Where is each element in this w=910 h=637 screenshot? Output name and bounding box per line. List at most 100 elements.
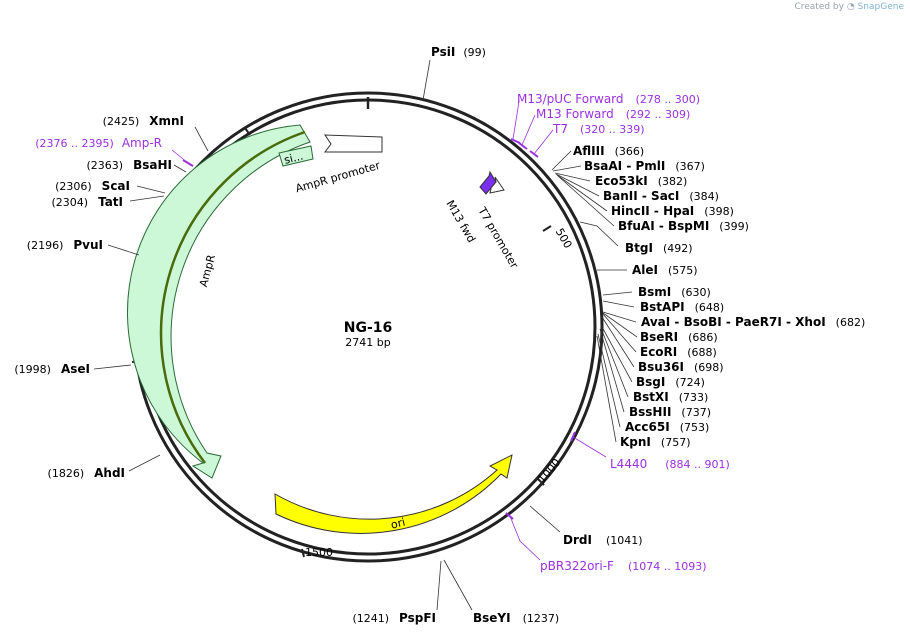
site-pspfi[interactable]: (1241)PspFI — [352, 611, 436, 625]
site-bsmi[interactable]: BsmI(630) — [638, 285, 711, 299]
leader-bsgi — [600, 324, 633, 383]
feature-ori[interactable] — [274, 454, 513, 534]
site-bsahi[interactable]: (2363)BsaHI — [87, 158, 172, 172]
leader-banii — [555, 173, 600, 197]
site-drdi[interactable]: DrdI(1041) — [563, 533, 643, 547]
tick-label-1500: 1500 — [305, 546, 333, 559]
leader-amp-r — [171, 149, 189, 164]
site-hincii-hpai[interactable]: HincII - HpaI(398) — [611, 204, 734, 218]
leader-bstapi — [602, 300, 635, 308]
feature-label-m13-fwd: M13 fwd — [443, 198, 478, 245]
leader-bseri — [602, 312, 638, 338]
leader-pvui — [107, 244, 140, 256]
site-bfuai-bspmi[interactable]: BfuAI - BspMI(399) — [618, 219, 749, 233]
tick-1500 — [301, 548, 305, 558]
leader-asei — [93, 364, 132, 370]
primer-labels: M13/pUC Forward(278 .. 300) M13 Forward(… — [35, 92, 730, 573]
feature-label-signal: si... — [283, 149, 305, 166]
primer-pbr322ori-f[interactable]: pBR322ori-F(1074 .. 1093) — [540, 559, 707, 573]
site-psii[interactable]: PsiI(99) — [431, 45, 486, 59]
site-bsaai-pmli[interactable]: BsaAI - PmlI(367) — [584, 159, 705, 173]
primer-m13puc-forward[interactable]: M13/pUC Forward(278 .. 300) — [517, 92, 700, 106]
primer-marker-l4440 — [570, 431, 576, 442]
leader-pbr322ori — [509, 515, 541, 561]
tick-500 — [542, 225, 552, 232]
site-banii-saci[interactable]: BanII - SacI(384) — [603, 189, 719, 203]
leader-bseyi — [443, 559, 473, 611]
snapgene-logo-icon: ◔ — [846, 2, 855, 12]
site-labels-left: (2425)XmnI (2363)BsaHI (2306)ScaI (2304)… — [14, 114, 436, 625]
site-tati[interactable]: (2304)TatI — [51, 195, 123, 209]
leader-bsaai — [552, 165, 582, 172]
primer-amp-r[interactable]: (2376 .. 2395)Amp-R — [35, 136, 162, 150]
leader-drdi — [529, 505, 561, 533]
leader-afliii — [551, 150, 572, 171]
leader-ahdi — [128, 454, 161, 472]
site-bsu36i[interactable]: Bsu36I(698) — [638, 360, 724, 374]
leader-psii — [422, 59, 431, 101]
primer-t7[interactable]: T7(320 .. 339) — [552, 122, 645, 136]
site-afliii[interactable]: AflIII(366) — [573, 144, 644, 158]
leader-l4440 — [572, 436, 607, 458]
site-bseri[interactable]: BseRI(686) — [640, 330, 718, 344]
site-alei[interactable]: AleI(575) — [632, 263, 698, 277]
leader-bstxi — [600, 327, 629, 398]
feature-ampr-cds-arc — [159, 130, 306, 464]
site-bstxi[interactable]: BstXI(733) — [633, 390, 708, 404]
site-labels-right: PsiI(99) AflIII(366) BsaAI - PmlI(367) E… — [431, 45, 865, 625]
credit-brand: SnapGene — [857, 2, 904, 12]
site-bsshii[interactable]: BssHII(737) — [629, 405, 711, 419]
site-bseyi[interactable]: BseYI(1237) — [473, 611, 559, 625]
plasmid-size: 2741 bp — [345, 336, 390, 349]
site-bstapi[interactable]: BstAPI(648) — [640, 300, 724, 314]
primer-l4440[interactable]: L4440(884 .. 901) — [610, 457, 730, 471]
leader-kpni — [596, 335, 617, 443]
site-eco53ki[interactable]: Eco53kI(382) — [595, 174, 687, 188]
plasmid-name: NG-16 — [344, 320, 393, 336]
leader-m13 — [521, 114, 536, 146]
tick-label-500: 500 — [553, 226, 575, 251]
leader-m13puc — [512, 99, 520, 140]
feature-label-ampr: AmpR — [197, 253, 218, 288]
leader-lines — [93, 59, 638, 611]
feature-label-t7-promoter: T7 promoter — [475, 204, 521, 271]
feature-m13-fwd[interactable] — [479, 170, 497, 195]
leader-bsu36i — [601, 316, 635, 368]
site-scai[interactable]: (2306)ScaI — [55, 179, 130, 193]
site-ecori[interactable]: EcoRI(688) — [640, 345, 717, 359]
leader-pspfi — [436, 560, 442, 611]
site-kpni[interactable]: KpnI(757) — [620, 435, 691, 449]
site-asei[interactable]: (1998)AseI — [14, 362, 90, 376]
site-xmni[interactable]: (2425)XmnI — [103, 114, 184, 128]
site-avai-group[interactable]: AvaI - BsoBI - PaeR7I - XhoI(682) — [641, 315, 865, 329]
site-bsgi[interactable]: BsgI(724) — [636, 375, 705, 389]
feature-label-ori: ori — [390, 516, 407, 532]
feature-label-ampr-promoter: AmpR promoter — [294, 159, 382, 196]
site-acc65i[interactable]: Acc65I(753) — [625, 420, 709, 434]
created-by-credit: Created by ◔ SnapGene — [794, 2, 904, 12]
leader-bsshii — [599, 328, 625, 413]
tick-1000 — [537, 478, 545, 486]
primer-marker-m13puc — [510, 138, 521, 144]
site-btgi[interactable]: BtgI(492) — [625, 241, 693, 255]
leader-bsahi — [173, 164, 187, 173]
feature-ampr[interactable] — [127, 124, 311, 479]
site-pvui[interactable]: (2196)PvuI — [27, 238, 103, 252]
leader-tati — [129, 195, 165, 202]
leader-bfuai — [557, 175, 615, 227]
leader-scai — [136, 185, 166, 194]
primer-marker-m13 — [518, 142, 528, 150]
tick-2500 — [244, 127, 251, 136]
leader-btgi — [579, 221, 619, 247]
leader-ecori — [602, 313, 637, 353]
leader-t7 — [533, 129, 554, 155]
leader-hincii — [556, 174, 608, 212]
primer-m13-forward[interactable]: M13 Forward(292 .. 309) — [536, 107, 690, 121]
feature-ampr-promoter[interactable] — [324, 134, 383, 153]
feature-signal[interactable] — [278, 145, 314, 167]
leader-eco53ki — [554, 172, 591, 182]
credit-prefix: Created by — [794, 2, 844, 12]
site-ahdi[interactable]: (1826)AhdI — [48, 466, 125, 480]
